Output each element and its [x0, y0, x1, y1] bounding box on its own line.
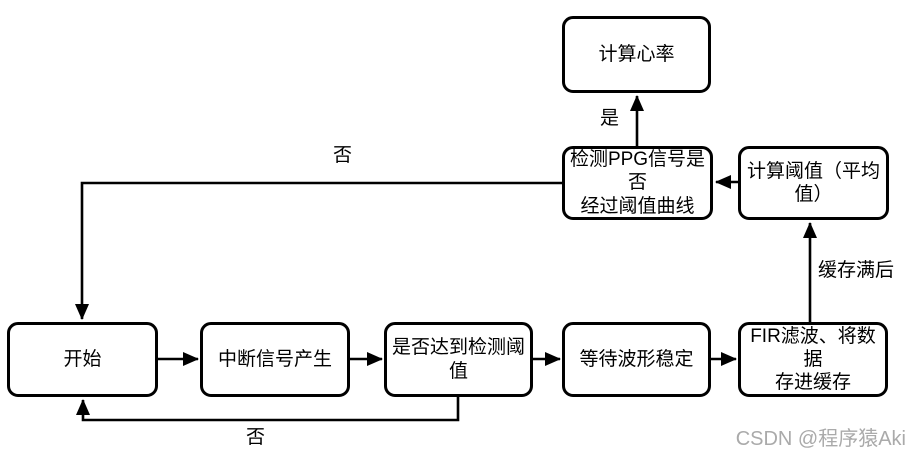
node-fir-filter-buffer: FIR滤波、将数据 存进缓存: [738, 322, 888, 397]
node-calc-threshold-average: 计算阈值（平均 值）: [738, 146, 889, 220]
node-detect-ppg-threshold-curve: 检测PPG信号是否 经过阈值曲线: [562, 146, 713, 220]
edge-label-yes: 是: [600, 108, 620, 129]
edge-label-buffer-full: 缓存满后: [818, 260, 895, 281]
node-calc-heart-rate: 计算心率: [562, 16, 711, 93]
node-start: 开始: [7, 322, 158, 397]
edge-label-no-bottom: 否: [246, 427, 266, 448]
node-detection-threshold-check: 是否达到检测阈值: [384, 322, 533, 397]
node-interrupt-signal: 中断信号产生: [200, 322, 350, 397]
csdn-watermark: CSDN @程序猿Aki: [735, 428, 906, 450]
edge-label-no-top: 否: [333, 145, 353, 166]
node-wait-waveform-stable: 等待波形稳定: [562, 322, 711, 397]
edge-detectppg-start-no: [75, 181, 562, 320]
edge-thresholdcheck-start-no: [76, 397, 460, 422]
